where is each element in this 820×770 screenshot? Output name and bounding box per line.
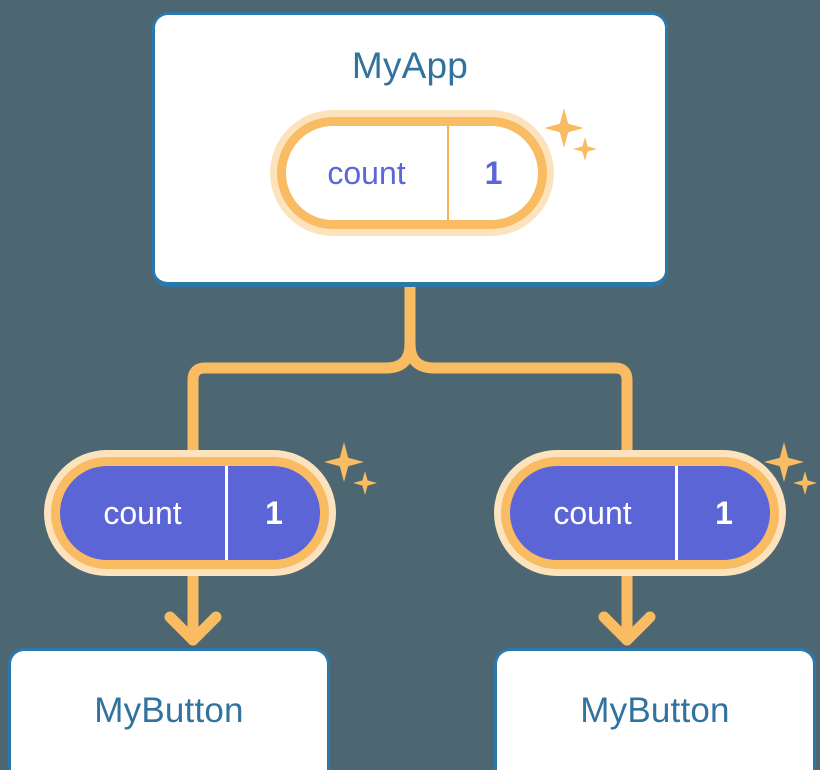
sparkle-four-point-small-icon	[793, 471, 817, 495]
sparkle-four-point-small-icon	[353, 471, 377, 495]
state-key-label: count	[510, 466, 678, 560]
state-value-label: 1	[715, 494, 733, 531]
state-value-label: 1	[484, 154, 503, 191]
sparkle-group-right	[764, 442, 817, 495]
card-title: MyButton	[94, 691, 244, 730]
page-title: MyApp	[351, 45, 469, 86]
pill-body[interactable]: count 1	[277, 117, 547, 229]
arrow-head-right	[598, 611, 656, 646]
sparkle-four-point-small-icon	[573, 137, 597, 161]
pill-body[interactable]: count 1	[51, 457, 329, 569]
sparkle-group-left	[324, 442, 377, 495]
card-title: MyButton	[580, 691, 730, 730]
pill-body[interactable]: count 1	[501, 457, 779, 569]
connector-elbow-right	[404, 338, 633, 470]
state-key-label: count	[60, 466, 228, 560]
sparkle-group-myapp	[544, 108, 597, 161]
arrow-head-left	[164, 611, 222, 646]
sparkle-four-point-icon	[544, 108, 584, 148]
component-card-mybutton-right[interactable]: MyButton	[494, 648, 816, 770]
state-value-label: 1	[265, 494, 283, 531]
sparkle-four-point-icon	[324, 442, 364, 482]
state-key-label: count	[286, 126, 449, 220]
sparkle-four-point-icon	[764, 442, 804, 482]
component-card-mybutton-left[interactable]: MyButton	[8, 648, 330, 770]
